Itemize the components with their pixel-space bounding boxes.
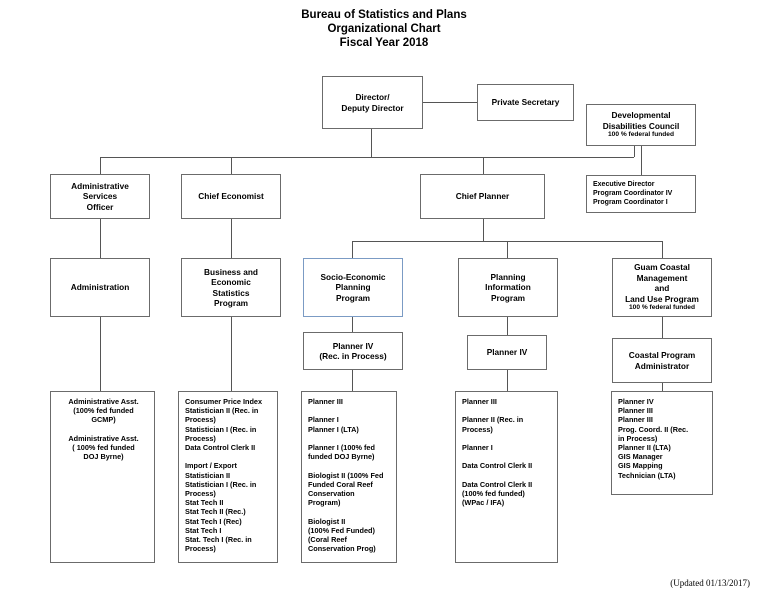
connector-ddc-to-staff: [641, 146, 642, 175]
connector-planner-down: [483, 219, 484, 241]
connector-business-to-staff: [231, 317, 232, 391]
title-line-1: Bureau of Statistics and Plans: [301, 9, 467, 21]
node-director-label: Director/ Deputy Director: [341, 92, 404, 113]
node-planning-information[interactable]: Planning Information Program: [458, 258, 558, 317]
connector-bus-to-chief-planner: [483, 157, 484, 174]
node-business-economic-statistics[interactable]: Business and Economic Statistics Program: [181, 258, 281, 317]
node-planner-iv-socio-label: Planner IV (Rec. in Process): [319, 340, 387, 362]
connector-director-secretary: [423, 102, 477, 103]
node-guam-coastal-management[interactable]: Guam Coastal Management and Land Use Pro…: [612, 258, 712, 317]
connector-planning-to-planner4: [507, 317, 508, 335]
node-guam-coastal-title: Guam Coastal Management and Land Use Pro…: [625, 262, 699, 304]
node-planner-iv-planning-label: Planner IV: [486, 347, 528, 358]
connector-planner4-to-planning-staff: [507, 370, 508, 391]
node-socio-label: Socio-Economic Planning Program: [320, 271, 386, 303]
title-line-3: Fiscal Year 2018: [339, 37, 429, 49]
node-chief-economist-label: Chief Economist: [198, 191, 264, 202]
node-ddc-title: Developmental Disabilities Council: [602, 110, 680, 131]
node-aso-label: Administrative Services Officer: [71, 180, 129, 212]
connector-bus-to-guam-coastal: [662, 241, 663, 258]
node-planner-iv-socio[interactable]: Planner IV (Rec. in Process): [303, 332, 403, 370]
node-planner-iv-planning[interactable]: Planner IV: [467, 335, 547, 370]
node-developmental-disabilities-council[interactable]: Developmental Disabilities Council 100 %…: [586, 104, 696, 146]
connector-guam-to-coastal-admin: [662, 317, 663, 338]
connector-bus-to-aso: [100, 157, 101, 174]
node-administration[interactable]: Administration: [50, 258, 150, 317]
node-guam-coastal-note: 100 % federal funded: [629, 304, 695, 312]
connector-aso-to-administration: [100, 219, 101, 258]
footer-updated-date: (Updated 01/13/2017): [670, 578, 750, 588]
node-business-label: Business and Economic Statistics Program: [204, 266, 258, 309]
node-ddc-staff[interactable]: Executive Director Program Coordinator I…: [586, 175, 696, 213]
node-coastal-admin-label: Coastal Program Administrator: [628, 350, 696, 371]
connector-socio-to-planner4: [352, 317, 353, 332]
connector-economist-to-business: [231, 219, 232, 258]
staff-list-administration[interactable]: Administrative Asst. (100% fed funded GC…: [50, 391, 155, 563]
connector-tier2-bus: [100, 157, 634, 158]
connector-bus-to-ddc: [634, 146, 635, 157]
node-administrative-services-officer[interactable]: Administrative Services Officer: [50, 174, 150, 219]
connector-planner4-to-socio-staff: [352, 370, 353, 391]
connector-coastal-admin-to-staff: [662, 383, 663, 391]
node-chief-planner[interactable]: Chief Planner: [420, 174, 545, 219]
staff-list-guam-coastal[interactable]: Planner IV Planner III Planner III Prog.…: [611, 391, 713, 495]
title-line-2: Organizational Chart: [327, 23, 441, 35]
chart-title: Bureau of Statistics and Plans Organizat…: [0, 8, 768, 50]
node-private-secretary-label: Private Secretary: [491, 97, 560, 108]
node-director[interactable]: Director/ Deputy Director: [322, 76, 423, 129]
node-ddc-note: 100 % federal funded: [608, 131, 674, 139]
staff-list-business-economic[interactable]: Consumer Price Index Statistician II (Re…: [178, 391, 278, 563]
node-planning-info-label: Planning Information Program: [485, 271, 531, 303]
node-private-secretary[interactable]: Private Secretary: [477, 84, 574, 121]
node-chief-economist[interactable]: Chief Economist: [181, 174, 281, 219]
node-administration-label: Administration: [70, 282, 130, 293]
staff-list-socio-economic[interactable]: Planner III Planner I Planner I (LTA) Pl…: [301, 391, 397, 563]
connector-bus-to-chief-economist: [231, 157, 232, 174]
node-coastal-program-administrator[interactable]: Coastal Program Administrator: [612, 338, 712, 383]
connector-bus-to-socio: [352, 241, 353, 258]
connector-director-down: [371, 129, 372, 157]
connector-administration-to-staff: [100, 317, 101, 391]
connector-bus-to-planning-info: [507, 241, 508, 258]
node-chief-planner-label: Chief Planner: [455, 191, 510, 202]
node-socio-economic-planning[interactable]: Socio-Economic Planning Program: [303, 258, 403, 317]
staff-list-planning-information[interactable]: Planner III Planner II (Rec. in Process)…: [455, 391, 558, 563]
